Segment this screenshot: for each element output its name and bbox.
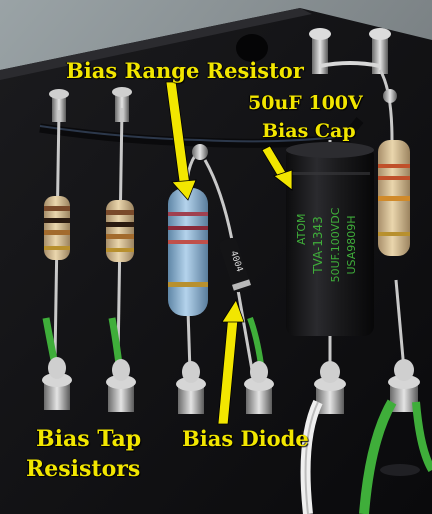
bottom-terminals	[42, 357, 420, 414]
capacitor-model: TVA-1343	[311, 216, 325, 275]
bias-diode: 4004	[203, 159, 254, 371]
label-bias-cap: Bias Cap	[262, 120, 356, 142]
capacitor-brand: ATOM	[295, 213, 308, 245]
label-bias-range-resistor: Bias Range Resistor	[66, 58, 304, 83]
bias-tap-resistor-2	[106, 107, 134, 361]
right-resistor	[378, 69, 410, 371]
annotation-arrows	[165, 81, 293, 425]
label-bias-tap: Bias Tap	[36, 426, 142, 452]
label-bias-diode: Bias Diode	[182, 426, 309, 451]
capacitor-code: USA9809H	[345, 215, 358, 274]
label-bias-cap-rating: 50uF 100V	[248, 92, 363, 114]
capacitor-rating: 50UF.100VDC	[329, 207, 342, 282]
bias-capacitor: ATOM TVA-1343 50UF.100VDC USA9809H	[286, 140, 374, 372]
label-bias-tap-resistors: Resistors	[26, 456, 141, 482]
top-terminals	[49, 28, 391, 122]
bias-range-resistor	[168, 144, 208, 373]
bias-tap-resistor-1	[44, 109, 70, 361]
